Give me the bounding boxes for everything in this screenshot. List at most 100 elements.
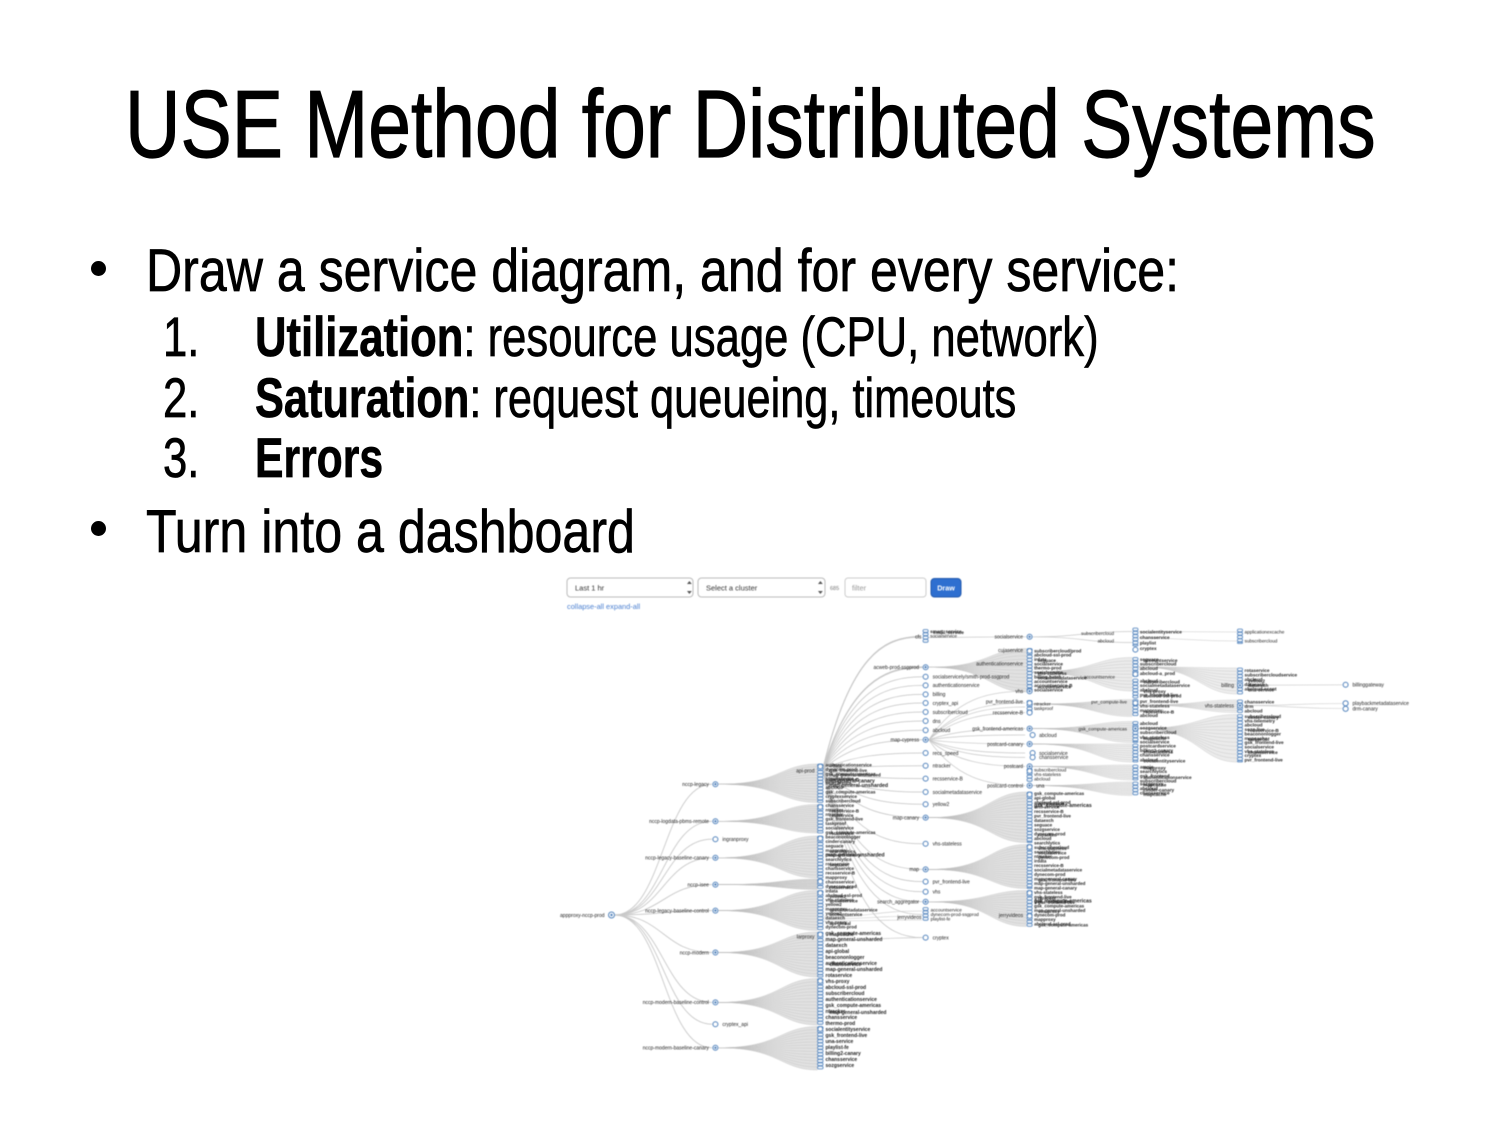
svg-text:chansservice: chansservice	[1248, 750, 1278, 755]
svg-text:subscribercloud: subscribercloud	[1140, 662, 1177, 667]
svg-text:map-general-unsharded: map-general-unsharded	[1034, 908, 1086, 913]
svg-text:collapse-all expand-all: collapse-all expand-all	[567, 602, 640, 611]
svg-text:dynecom-prod-ssgprod: dynecom-prod-ssgprod	[931, 912, 980, 917]
svg-text:appproxy-nccp-prod: appproxy-nccp-prod	[560, 913, 605, 919]
svg-text:mapcache: mapcache	[1245, 736, 1268, 741]
svg-text:abcloud-ssl-prod: abcloud-ssl-prod	[826, 893, 863, 898]
svg-text:abcloud: abcloud	[1140, 757, 1158, 762]
svg-text:gsk_compute-americas: gsk_compute-americas	[826, 790, 877, 795]
svg-text:socialservice: socialservice	[1034, 687, 1063, 692]
svg-text:chansservice: chansservice	[1140, 635, 1170, 640]
svg-text:yellow2: yellow2	[826, 902, 843, 907]
svg-text:gsk_frontend-live: gsk_frontend-live	[826, 817, 864, 822]
svg-text:billing2-canary: billing2-canary	[1140, 748, 1173, 753]
svg-text:recsservice-B: recsservice-B	[993, 710, 1024, 716]
svg-text:cinder-canary: cinder-canary	[1248, 715, 1279, 720]
svg-text:vhs-stateless: vhs-stateless	[1034, 772, 1062, 777]
svg-text:recsservice-B: recsservice-B	[933, 776, 964, 782]
svg-text:socialservice: socialservice	[830, 899, 859, 904]
svg-text:billing-batch: billing-batch	[1034, 674, 1061, 679]
svg-text:ntracker: ntracker	[1038, 833, 1056, 838]
svg-text:socialmetadataservice: socialmetadataservice	[830, 908, 879, 913]
svg-text:gsk_compute-americas: gsk_compute-americas	[1034, 803, 1092, 809]
svg-text:chansservice: chansservice	[826, 803, 855, 808]
svg-text:yellow2: yellow2	[830, 894, 847, 899]
svg-text:seguace: seguace	[1034, 823, 1053, 828]
svg-text:searchlytics: searchlytics	[826, 781, 853, 786]
svg-text:rotaservice: rotaservice	[826, 862, 851, 867]
svg-text:socialentityservice: socialentityservice	[1140, 630, 1182, 635]
svg-text:vhs-stateless: vhs-stateless	[1205, 703, 1235, 709]
svg-text:mapcache: mapcache	[1143, 792, 1166, 797]
svg-text:api-global: api-global	[830, 921, 851, 926]
svg-text:seguace: seguace	[1140, 657, 1159, 662]
svg-text:map-general-canary: map-general-canary	[1034, 877, 1077, 882]
svg-text:mapproxy: mapproxy	[826, 907, 848, 912]
svg-text:sozgservice: sozgservice	[1038, 801, 1064, 806]
svg-text:rotaservice: rotaservice	[826, 973, 853, 979]
svg-text:abcloud: abcloud	[826, 785, 844, 790]
svg-text:nccp-modern-baseline-control: nccp-modern-baseline-control	[643, 1000, 709, 1006]
svg-text:chansservice: chansservice	[826, 1057, 858, 1063]
svg-text:ntracker: ntracker	[1034, 702, 1051, 707]
svg-text:mapproxy: mapproxy	[826, 848, 848, 853]
svg-text:abcloud: abcloud	[1140, 666, 1158, 671]
svg-text:cinder-canary: cinder-canary	[1143, 787, 1174, 792]
svg-text:billinggateway: billinggateway	[1353, 683, 1385, 689]
svg-text:drm-service: drm-service	[1034, 805, 1060, 810]
svg-text:jerryvideos: jerryvideos	[896, 915, 922, 921]
svg-text:chansservice: chansservice	[1245, 700, 1275, 705]
svg-text:dataexch: dataexch	[826, 916, 846, 921]
svg-text:mapcache: mapcache	[830, 932, 855, 938]
svg-text:mapproxy: mapproxy	[1034, 917, 1056, 922]
svg-text:cryptex: cryptex	[1245, 753, 1262, 758]
svg-text:dataexch: dataexch	[1248, 683, 1268, 688]
svg-text:rotaservice: rotaservice	[830, 831, 855, 836]
svg-text:vhs-stateless: vhs-stateless	[1038, 671, 1068, 676]
svg-text:authenticationservice: authenticationservice	[976, 662, 1023, 668]
svg-text:playbackmetadataservice: playbackmetadataservice	[1353, 701, 1410, 707]
svg-text:pvr_frontend-live: pvr_frontend-live	[1245, 758, 1284, 763]
svg-text:una-service: una-service	[1248, 688, 1274, 693]
svg-text:socialmetadataservice: socialmetadataservice	[1034, 868, 1083, 873]
svg-text:accountservice: accountservice	[1143, 658, 1178, 663]
svg-text:accountservice: accountservice	[1034, 679, 1068, 684]
svg-text:mapcache: mapcache	[1143, 783, 1166, 788]
svg-text:searchlytics: searchlytics	[830, 849, 857, 854]
svg-text:abcloud: abcloud	[1245, 677, 1263, 682]
svg-text:ingranproxy: ingranproxy	[722, 837, 749, 843]
svg-text:abcloud-ssl-prod: abcloud-ssl-prod	[1143, 694, 1181, 699]
svg-text:abcloud-ssl-prod: abcloud-ssl-prod	[1034, 653, 1071, 658]
svg-text:api-global: api-global	[826, 949, 850, 955]
svg-text:subscribercloud: subscribercloud	[826, 799, 861, 804]
svg-text:searchlytics: searchlytics	[1034, 841, 1061, 846]
svg-text:postcard-canary: postcard-canary	[826, 853, 862, 858]
svg-text:jerryvideos: jerryvideos	[998, 913, 1024, 919]
svg-text:subscribercloud: subscribercloud	[1245, 714, 1282, 719]
svg-text:drm-canary: drm-canary	[1353, 706, 1379, 712]
svg-text:taskproof: taskproof	[1248, 737, 1270, 742]
svg-text:map-general-canary: map-general-canary	[826, 778, 875, 784]
svg-text:cryptex: cryptex	[933, 935, 950, 941]
svg-text:dataexch: dataexch	[1245, 682, 1265, 687]
svg-text:search_aggregator: search_aggregator	[877, 900, 919, 906]
svg-text:pvr_compute-live: pvr_compute-live	[1091, 700, 1127, 705]
svg-text:dynecom-prod: dynecom-prod	[826, 767, 858, 772]
svg-text:Draw: Draw	[937, 584, 955, 593]
svg-text:chansservice: chansservice	[830, 962, 862, 968]
svg-text:mapproxy: mapproxy	[1140, 708, 1163, 713]
svg-text:map-general-canary: map-general-canary	[1034, 886, 1077, 891]
svg-text:vhs-stateless: vhs-stateless	[933, 842, 963, 848]
svg-text:gsk_frontend-americas: gsk_frontend-americas	[972, 726, 1023, 732]
svg-text:gsk_compute-americas: gsk_compute-americas	[826, 1003, 882, 1009]
svg-text:vhs-stateless: vhs-stateless	[1140, 735, 1170, 740]
svg-text:gsk_compute-americas: gsk_compute-americas	[1079, 726, 1128, 731]
svg-text:map-general-unsharded: map-general-unsharded	[826, 967, 883, 973]
svg-text:map-general-unsharded: map-general-unsharded	[826, 853, 885, 859]
svg-text:taskproof: taskproof	[826, 821, 847, 826]
svg-text:postcard-control: postcard-control	[987, 783, 1023, 789]
svg-text:postcard: postcard	[1004, 764, 1023, 770]
svg-text:rotaservice: rotaservice	[830, 885, 855, 890]
svg-text:yellow2: yellow2	[1248, 678, 1265, 683]
svg-text:abcloud-ssl-prod: abcloud-ssl-prod	[1034, 800, 1071, 805]
